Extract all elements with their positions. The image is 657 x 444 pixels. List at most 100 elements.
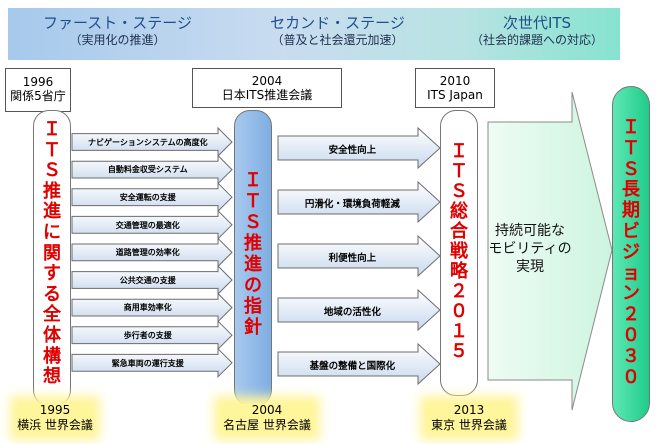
second-stage-arrow-label: 地域の活性化 [323,306,381,318]
first-stage-arrow-label: ナビゲーションシステムの高度化 [87,137,208,147]
col3-char: 総 [450,201,468,222]
second-stage-arrows [277,126,441,386]
first-stage-arrows [71,126,233,379]
congress-2004-highlight [222,404,312,432]
col1-char: 体 [43,324,61,346]
milestone-2004: 2004 日本ITS推進会議 [192,68,342,108]
second-stage-arrow [277,126,441,170]
col4-char: ０ [622,366,640,388]
milestone-1996: 1996 関係5省庁 [5,68,71,112]
first-stage-arrow-label: 商用車効率化 [123,303,172,313]
col1-char: Ｉ [43,119,61,140]
second-stage-arrow-label: 円滑化・環境負荷軽減 [304,198,400,210]
congress-2013-year: 2013 [453,403,485,417]
col1-char: 進 [43,201,61,223]
congress-2013: 2013 東京 世界会議 [414,403,524,433]
congress-1995-highlight [18,404,92,432]
second-stage-arrow [277,180,441,224]
col4-char: Ｓ [622,158,640,180]
second-stage-title: セカンド・ステージ [270,14,405,32]
first-stage-arrow-label: 安全運転の支援 [119,193,176,202]
col4-char: Ｔ [622,137,640,159]
congress-1995-city: 横浜 世界会議 [17,418,93,432]
col1-char: 推 [43,180,61,202]
milestone-1996-org: 関係5省庁 [10,89,66,103]
col2-char: 推 [244,233,262,254]
col2-char: 進 [244,254,262,275]
milestone-2010-org: ITS Japan [427,88,483,102]
milestone-2004-year: 2004 [251,74,283,88]
col3-char: 戦 [450,241,468,262]
col4-char: ３ [622,345,640,367]
col4-char: 長 [622,179,640,201]
col2-char: の [244,275,262,296]
first-stage-arrow-label: 交通管理の最適化 [115,220,180,230]
goal-line-2: モビリティの [488,241,572,257]
next-stage-header: 次世代ITS （社会的課題への対応） [452,14,622,48]
goal-line-1: 持続可能な [495,223,565,239]
first-stage-arrow-label: 自動料金収受システム [107,165,188,175]
col1-char: に [43,221,61,243]
col3-char: Ｓ [450,181,468,202]
col3-char: ０ [450,301,468,322]
col4-char: ２ [622,304,640,326]
congress-2004-city: 名古屋 世界会議 [223,418,311,432]
milestone-2004-org: 日本ITS推進会議 [221,88,313,102]
goal-line-3: 実現 [516,259,544,275]
col2-char: Ｓ [244,212,262,233]
goal-text: 持続可能な モビリティの 実現 [488,222,572,276]
first-stage-arrow [71,319,233,351]
first-stage-arrow [71,237,233,268]
its-vision-column [612,86,650,422]
first-stage-arrow [71,264,233,296]
second-stage-arrow [277,342,441,386]
col3-char: 略 [450,261,468,282]
second-stage-arrow [277,288,441,332]
first-stage-arrow [71,292,233,323]
col4-char: ０ [622,324,640,346]
col2-char: 指 [244,296,262,317]
second-stage-arrow-label: 利便性向上 [328,252,377,264]
first-stage-header: ファースト・ステージ （実用化の推進） [20,14,215,48]
milestone-2010-year: 2010 [439,74,471,88]
congress-2004: 2004 名古屋 世界会議 [207,403,327,433]
col3-char: 合 [450,221,468,242]
col4-char: ョ [622,262,640,284]
col3-char: Ｉ [450,141,468,162]
next-stage-subtitle: （社会的課題への対応） [470,32,603,47]
first-stage-arrow-label: 緊急車両の運行支援 [111,358,184,368]
congress-1995-year: 1995 [39,403,71,417]
congress-2013-city: 東京 世界会議 [431,418,507,432]
congress-2013-highlight [428,404,510,432]
col3-char: Ｔ [450,161,468,182]
col4-char: Ｉ [622,117,640,138]
col1-char: 想 [43,366,61,388]
col2-char: Ｉ [244,170,262,191]
col4-char: ジ [622,241,640,263]
congress-1995: 1995 横浜 世界会議 [8,403,102,433]
first-stage-arrow [71,209,233,241]
its-concept-column [33,110,71,406]
col4-char: 期 [622,200,640,222]
col2-char: 針 [244,317,262,338]
its-guideline-column [234,110,272,406]
col1-char: Ｔ [43,139,61,161]
second-stage-arrow [277,234,441,278]
stage-header-band [8,8,620,60]
col1-char: 構 [43,345,61,367]
first-stage-arrow [71,347,233,379]
col1-char: る [43,283,61,305]
col1-char: Ｓ [43,160,61,182]
first-stage-arrow-label: 公共交通の支援 [119,275,176,285]
milestone-1996-year: 1996 [22,75,54,89]
first-stage-arrow [71,126,233,158]
first-stage-arrow-label: 道路管理の効率化 [115,248,180,258]
first-stage-arrow [71,154,233,185]
col2-char: Ｔ [244,191,262,212]
second-stage-header: セカンド・ステージ （普及と社会還元加速） [245,14,430,48]
